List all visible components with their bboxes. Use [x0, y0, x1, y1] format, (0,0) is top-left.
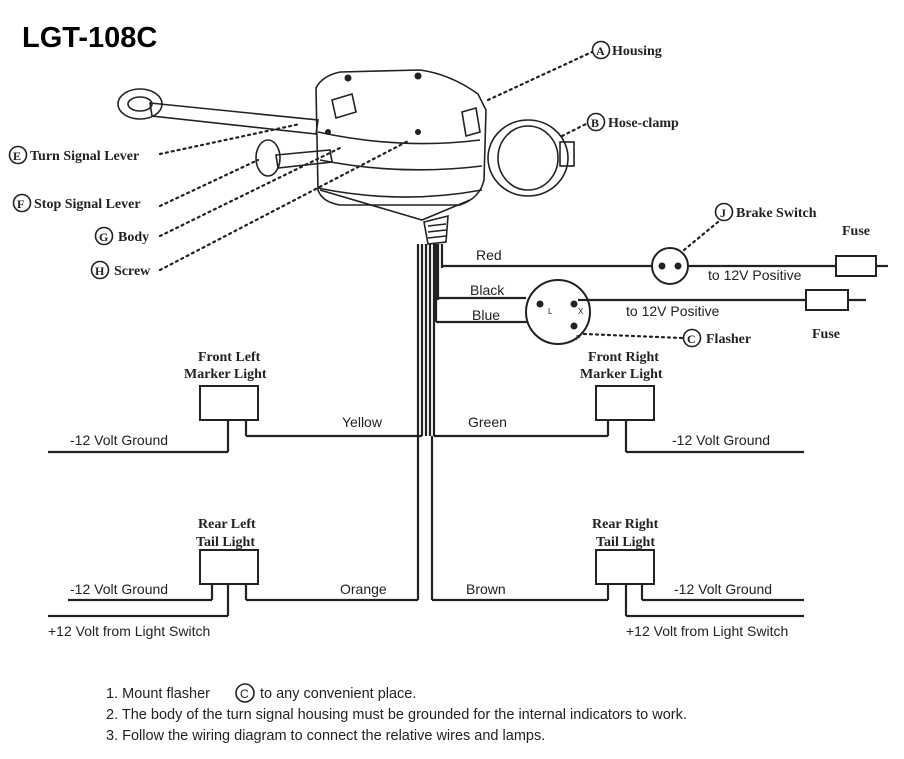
- rear-right-switch-label: +12 Volt from Light Switch: [626, 623, 788, 639]
- front-left-lamp-label-1: Front Left: [198, 350, 261, 365]
- note-1-end: to any convenient place.: [260, 686, 416, 702]
- note-3: 3. Follow the wiring diagram to connect …: [106, 728, 545, 744]
- housing-callout-letter: A: [596, 44, 605, 58]
- rear-left-switch-label: +12 Volt from Light Switch: [48, 623, 210, 639]
- rear-right-ground-label: -12 Volt Ground: [674, 581, 772, 597]
- front-left-lamp: [199, 385, 259, 421]
- blue-wire-label: Blue: [472, 307, 500, 323]
- red-wire-label: Red: [476, 247, 502, 263]
- brake-switch-callout-label: Brake Switch: [736, 206, 817, 221]
- front-right-lamp-label-2: Marker Light: [580, 367, 663, 382]
- brake-switch: [651, 247, 689, 285]
- housing-callout-label: Housing: [612, 44, 662, 59]
- note-2: 2. The body of the turn signal housing m…: [106, 707, 687, 723]
- flasher-callout-circle: [682, 328, 702, 348]
- fuse-bottom-label: Fuse: [812, 327, 840, 342]
- flasher-pin-l: L: [548, 307, 553, 316]
- front-right-ground-label: -12 Volt Ground: [672, 432, 770, 448]
- note-1-start: 1. Mount flasher: [106, 686, 210, 702]
- diagram-title: LGT-108C: [22, 22, 157, 54]
- turn-signal-lever: [117, 88, 319, 135]
- green-wire-label: Green: [468, 414, 507, 430]
- note-1-callout-circle: [235, 683, 255, 703]
- brake-switch-callout-circle: [714, 202, 734, 222]
- hose-clamp: [487, 119, 575, 197]
- turn-lever-callout-circle: [8, 145, 28, 165]
- stop-lever-callout-letter: F: [17, 197, 24, 211]
- hose-clamp-callout-circle: [586, 112, 606, 132]
- yellow-wire-label: Yellow: [342, 414, 383, 430]
- housing-callout-circle: [591, 40, 611, 60]
- wire-bundle: [416, 244, 444, 600]
- front-left-ground-label: -12 Volt Ground: [70, 432, 168, 448]
- rear-left-ground-label: -12 Volt Ground: [70, 581, 168, 597]
- turn-lever-callout-letter: E: [13, 149, 21, 163]
- flasher-pin-p: P: [576, 335, 581, 342]
- flasher-callout-letter: C: [687, 332, 696, 346]
- hose-clamp-callout-label: Hose-clamp: [608, 116, 679, 131]
- body-callout-circle: [94, 226, 114, 246]
- fuse-top: [835, 255, 877, 277]
- instructions: 1. Mount flasher C to any convenient pla…: [106, 683, 687, 744]
- brown-wire-label: Brown: [466, 581, 506, 597]
- hose-clamp-callout-letter: B: [591, 116, 599, 130]
- rear-right-lamp-label-1: Rear Right: [592, 517, 659, 532]
- flasher-pin-x: X: [578, 307, 584, 316]
- flasher: L X P: [525, 279, 591, 345]
- turn-lever-callout-label: Turn Signal Lever: [30, 149, 139, 164]
- brake-to-12v-label: to 12V Positive: [708, 267, 802, 283]
- stop-lever-callout-label: Stop Signal Lever: [34, 197, 141, 212]
- rear-left-lamp: [199, 549, 259, 585]
- body-callout-label: Body: [118, 230, 149, 245]
- stop-lever-callout-circle: [12, 193, 32, 213]
- fuse-bottom: [805, 289, 849, 311]
- front-right-lamp: [595, 385, 655, 421]
- note-1-callout-letter: C: [240, 687, 249, 701]
- rear-left-lamp-label-1: Rear Left: [198, 517, 256, 532]
- flasher-to-12v-label: to 12V Positive: [626, 303, 720, 319]
- screw-callout-label: Screw: [114, 264, 151, 279]
- fuse-top-label: Fuse: [842, 224, 870, 239]
- front-left-lamp-label-2: Marker Light: [184, 367, 267, 382]
- switch-housing: [315, 69, 487, 221]
- orange-wire-label: Orange: [340, 581, 387, 597]
- screw-callout-letter: H: [95, 264, 105, 278]
- body-callout-letter: G: [99, 230, 108, 244]
- black-wire-label: Black: [470, 282, 505, 298]
- flasher-callout-label: Flasher: [706, 332, 751, 347]
- turn-signal-switch: [117, 69, 575, 245]
- brake-switch-callout-letter: J: [720, 206, 726, 220]
- rear-right-lamp: [595, 549, 655, 585]
- front-right-lamp-label-1: Front Right: [588, 350, 659, 365]
- rear-left-lamp-label-2: Tail Light: [196, 535, 255, 550]
- screw-callout-circle: [90, 260, 110, 280]
- rear-right-lamp-label-2: Tail Light: [596, 535, 655, 550]
